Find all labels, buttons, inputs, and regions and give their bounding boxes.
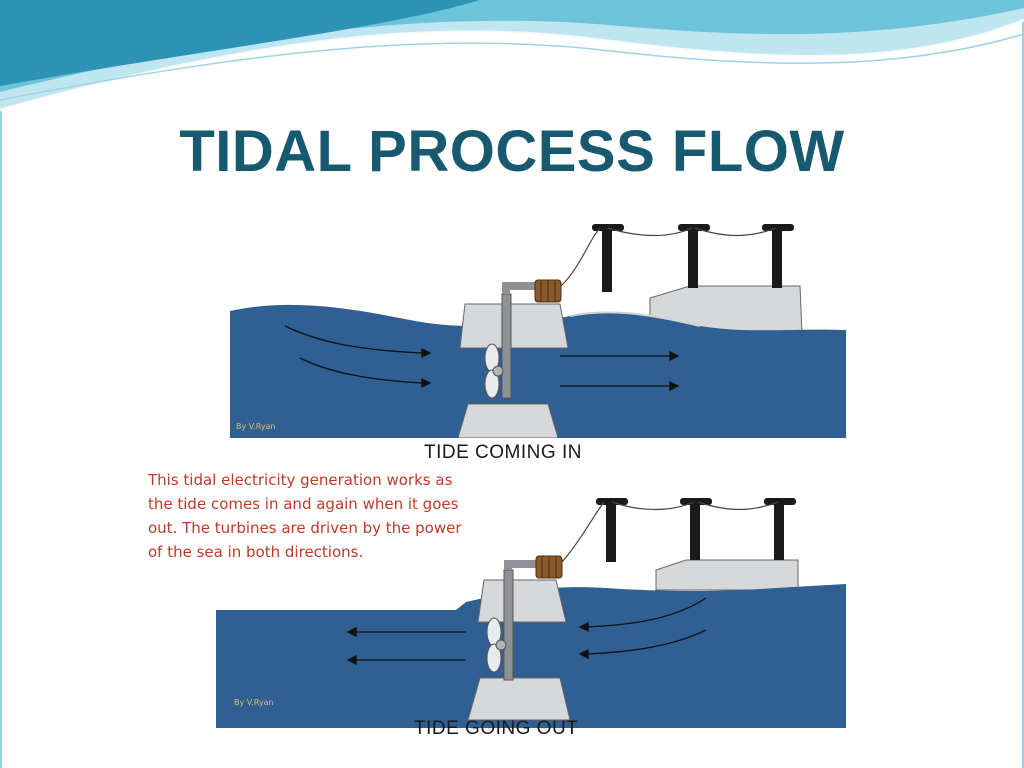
tidal-diagram: By V.Ryan TIDE COMING IN — [140, 198, 846, 768]
tide-coming-in-panel: By V.Ryan — [230, 198, 846, 438]
turbine-shaft — [501, 293, 512, 399]
power-cables — [560, 227, 777, 287]
sea-water — [216, 584, 846, 728]
turbine-propeller — [484, 343, 504, 399]
dam-lower-block — [457, 403, 559, 438]
tide-going-out-illustration — [216, 498, 846, 728]
tide-coming-in-caption: TIDE COMING IN — [424, 442, 582, 463]
image-credit: By V.Ryan — [236, 422, 276, 431]
note-line: the tide comes in and again when it goes — [148, 495, 459, 513]
tide-going-out-panel: By V.Ryan — [216, 480, 846, 728]
note-line: This tidal electricity generation works … — [148, 471, 453, 489]
tide-going-out-caption: TIDE GOING OUT — [414, 718, 579, 739]
slide-title: TIDAL PROCESS FLOW — [179, 119, 845, 184]
note-line: of the sea in both directions. — [148, 543, 364, 561]
flow-arrows-in — [284, 325, 680, 392]
power-poles — [596, 498, 796, 562]
header-wave-decoration — [0, 0, 1024, 112]
dam-lower-block — [467, 677, 571, 721]
image-credit: By V.Ryan — [234, 698, 274, 707]
sea-water — [230, 304, 846, 438]
turbine-shaft — [503, 569, 514, 681]
power-poles — [592, 224, 794, 292]
dam-upper-block — [459, 303, 569, 349]
power-cables — [561, 501, 779, 563]
embankment — [655, 559, 799, 591]
flow-arrows-out — [346, 597, 707, 666]
explanation-note: This tidal electricity generation works … — [148, 468, 520, 564]
note-line: out. The turbines are driven by the powe… — [148, 519, 462, 537]
turbine-propeller — [486, 617, 507, 673]
tide-coming-in-illustration — [230, 224, 846, 438]
dam-upper-block — [477, 579, 567, 623]
